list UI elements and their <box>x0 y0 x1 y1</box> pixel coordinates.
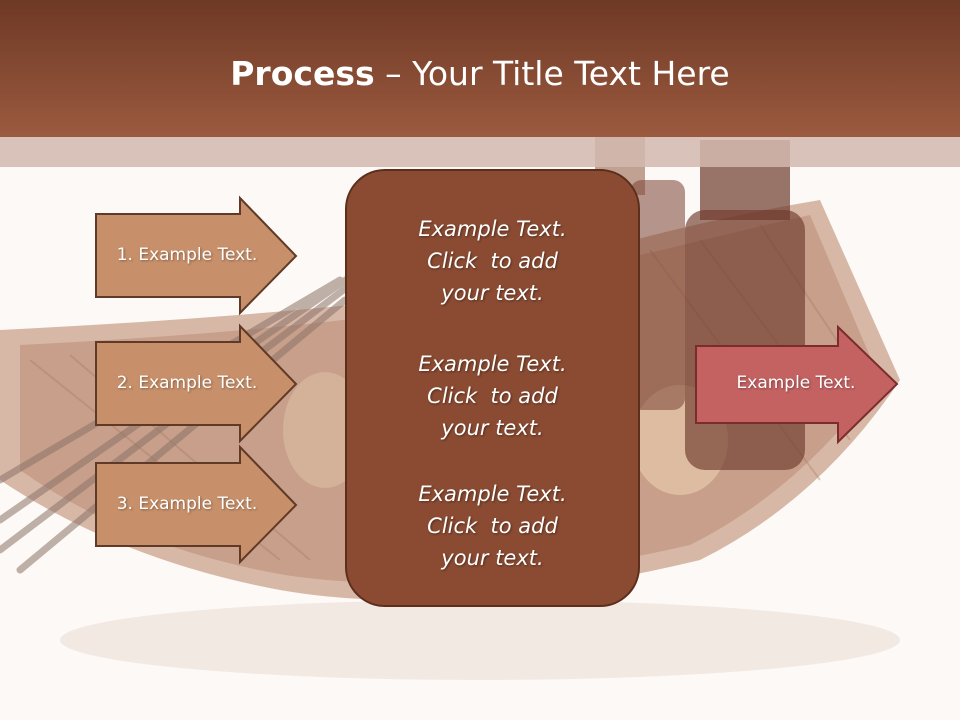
center-block-line: Click to add <box>427 249 558 273</box>
center-block-1: Example Text. Click to add your text. <box>345 213 640 309</box>
title-rest: – Your Title Text Here <box>374 54 730 93</box>
center-block-line: your text. <box>441 281 544 305</box>
right-arrow[interactable] <box>695 324 899 445</box>
slide-title[interactable]: Process – Your Title Text Here <box>0 52 960 96</box>
center-text-box[interactable] <box>345 169 640 607</box>
left-arrow-2[interactable] <box>95 323 298 444</box>
left-arrow-3-label: 3. Example Text. <box>116 494 258 514</box>
center-block-line: Example Text. <box>418 352 567 376</box>
left-arrow-3[interactable] <box>95 444 298 565</box>
center-block-line: Example Text. <box>418 482 567 506</box>
center-block-line: Click to add <box>427 384 558 408</box>
right-arrow-label: Example Text. <box>736 373 856 393</box>
title-band <box>0 137 960 167</box>
left-arrow-2-label: 2. Example Text. <box>116 373 258 393</box>
title-bold: Process <box>230 54 375 93</box>
center-block-line: Click to add <box>427 514 558 538</box>
left-arrow-1[interactable] <box>95 195 298 316</box>
center-block-3: Example Text. Click to add your text. <box>345 478 640 574</box>
title-bar <box>0 0 960 137</box>
center-block-line: your text. <box>441 416 544 440</box>
center-block-2: Example Text. Click to add your text. <box>345 348 640 444</box>
center-block-line: Example Text. <box>418 217 567 241</box>
left-arrow-1-label: 1. Example Text. <box>116 245 258 265</box>
center-block-line: your text. <box>441 546 544 570</box>
